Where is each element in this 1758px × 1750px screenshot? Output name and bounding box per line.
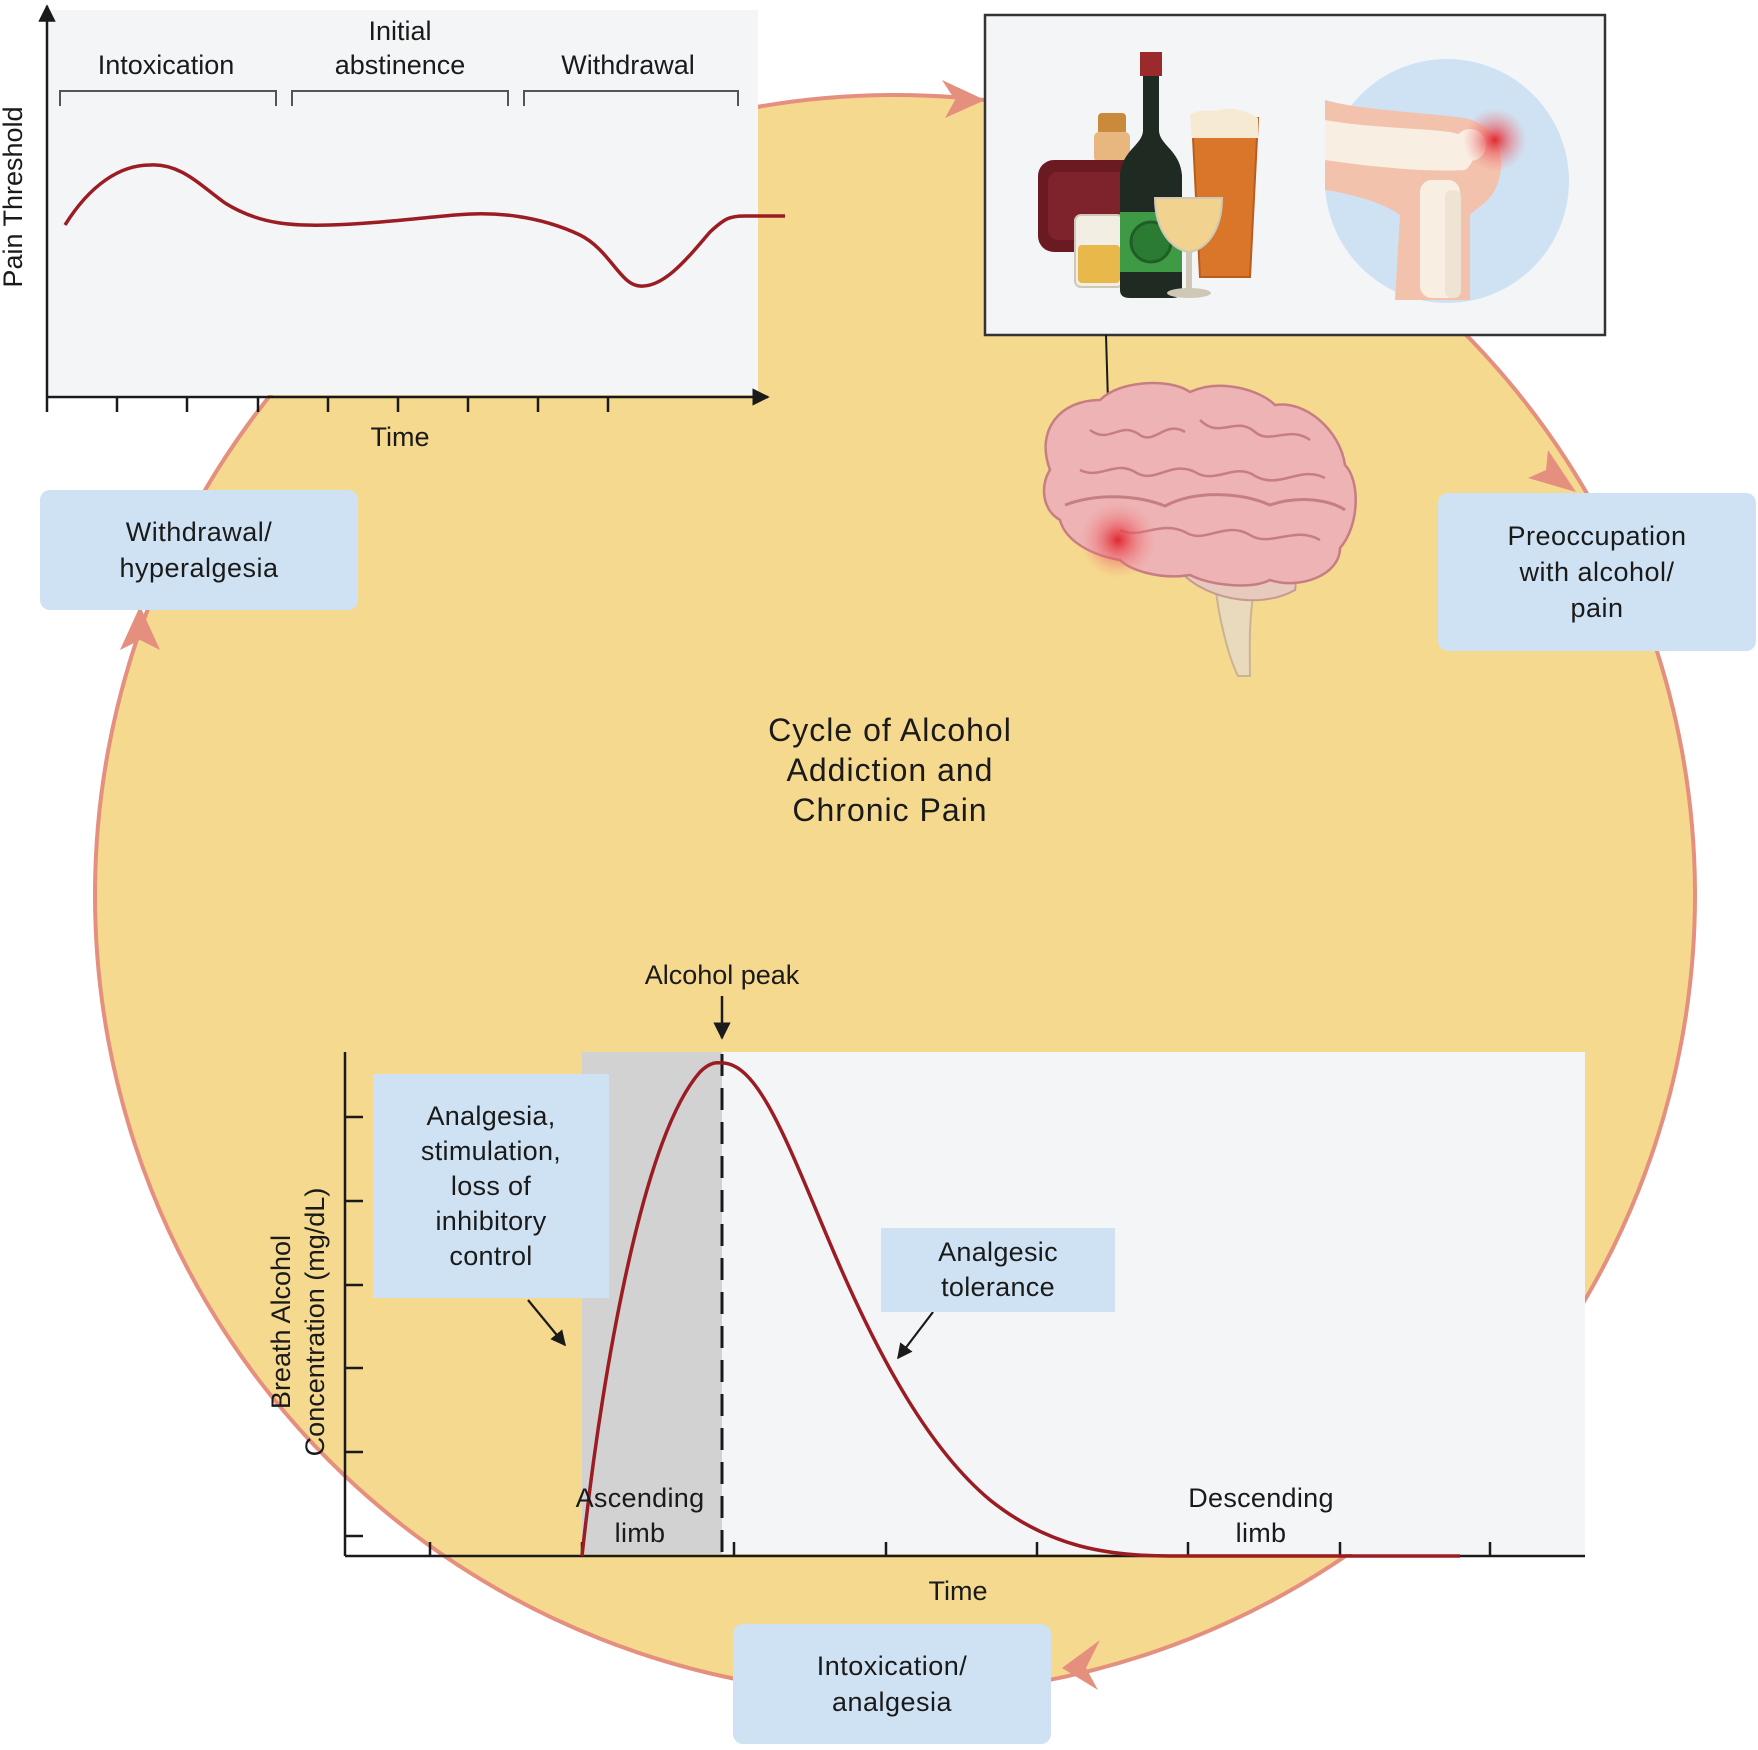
- cycle-title-text: Cycle of Alcohol Addiction and Chronic P…: [768, 712, 1012, 828]
- knee-joint-pain-icon: [1325, 59, 1569, 303]
- pain-threshold-chart: Intoxication Initial abstinence Withdraw…: [0, 4, 785, 452]
- stage-preoccupation-box: Preoccupation with alcohol/ pain: [1438, 493, 1756, 651]
- cycle-arrow-right: [1528, 450, 1576, 492]
- descending-effect-arrow: [897, 1311, 934, 1360]
- pain-phase-label-initial: Initial: [368, 16, 431, 46]
- stage-withdrawal-label: Withdrawal/ hyperalgesia: [119, 517, 279, 583]
- pain-phase-label-withdrawal: Withdrawal: [561, 50, 695, 80]
- bac-y-axis-label-line1: Breath Alcohol: [266, 1235, 296, 1409]
- alcohol-pain-illustration: [983, 13, 1607, 337]
- descending-effect-label: Analgesic tolerance: [938, 1237, 1058, 1302]
- cycle-arrow-top: [942, 80, 985, 118]
- descending-limb-label-wrap: Descending limb: [1166, 1481, 1356, 1551]
- breath-alcohol-chart: Time Alcohol peak Breath Alcohol Concent…: [266, 960, 1585, 1606]
- pain-chart-panel: [48, 10, 758, 395]
- bac-y-axis-label-line2: Concentration (mg/dL): [300, 1188, 330, 1457]
- phase-bracket-initial-abstinence: [291, 90, 509, 106]
- ascending-limb-label: Ascending limb: [575, 1483, 705, 1548]
- stage-preoccupation-label: Preoccupation with alcohol/ pain: [1507, 521, 1687, 623]
- cycle-title: Cycle of Alcohol Addiction and Chronic P…: [745, 710, 1035, 830]
- stage-intoxication-box: Intoxication/ analgesia: [733, 1624, 1051, 1744]
- ascending-limb-label-wrap: Ascending limb: [560, 1481, 720, 1551]
- pain-phase-label-intoxication: Intoxication: [98, 50, 235, 80]
- pain-x-axis-label: Time: [371, 422, 430, 452]
- cycle-arrow-bottom: [1062, 1640, 1100, 1690]
- alcohol-peak-label: Alcohol peak: [645, 960, 800, 990]
- brain-icon: [1042, 381, 1357, 677]
- pain-threshold-curve: [63, 163, 785, 288]
- bac-x-axis-label: Time: [929, 1576, 988, 1606]
- stage-intoxication-label: Intoxication/ analgesia: [816, 1651, 968, 1717]
- descending-limb-label: Descending limb: [1188, 1483, 1334, 1548]
- cycle-arrow-left: [120, 606, 160, 650]
- phase-bracket-intoxication: [59, 90, 277, 106]
- descending-effect-box: Analgesic tolerance: [881, 1228, 1115, 1312]
- stage-withdrawal-box: Withdrawal/ hyperalgesia: [40, 490, 358, 610]
- bac-y-ticks: [345, 1115, 363, 1538]
- pain-y-axis-label: Pain Threshold: [0, 106, 28, 287]
- pain-phase-label-abstinence: abstinence: [335, 50, 466, 80]
- alcohol-bottles-icon: [1038, 52, 1260, 298]
- pain-x-ticks: [45, 397, 610, 412]
- phase-bracket-withdrawal: [523, 90, 739, 106]
- ascending-effect-box: Analgesia, stimulation, loss of inhibito…: [373, 1074, 609, 1298]
- bac-curve: [580, 1060, 1460, 1558]
- ascending-effect-arrow: [527, 1299, 566, 1347]
- ascending-effect-label: Analgesia, stimulation, loss of inhibito…: [420, 1100, 562, 1271]
